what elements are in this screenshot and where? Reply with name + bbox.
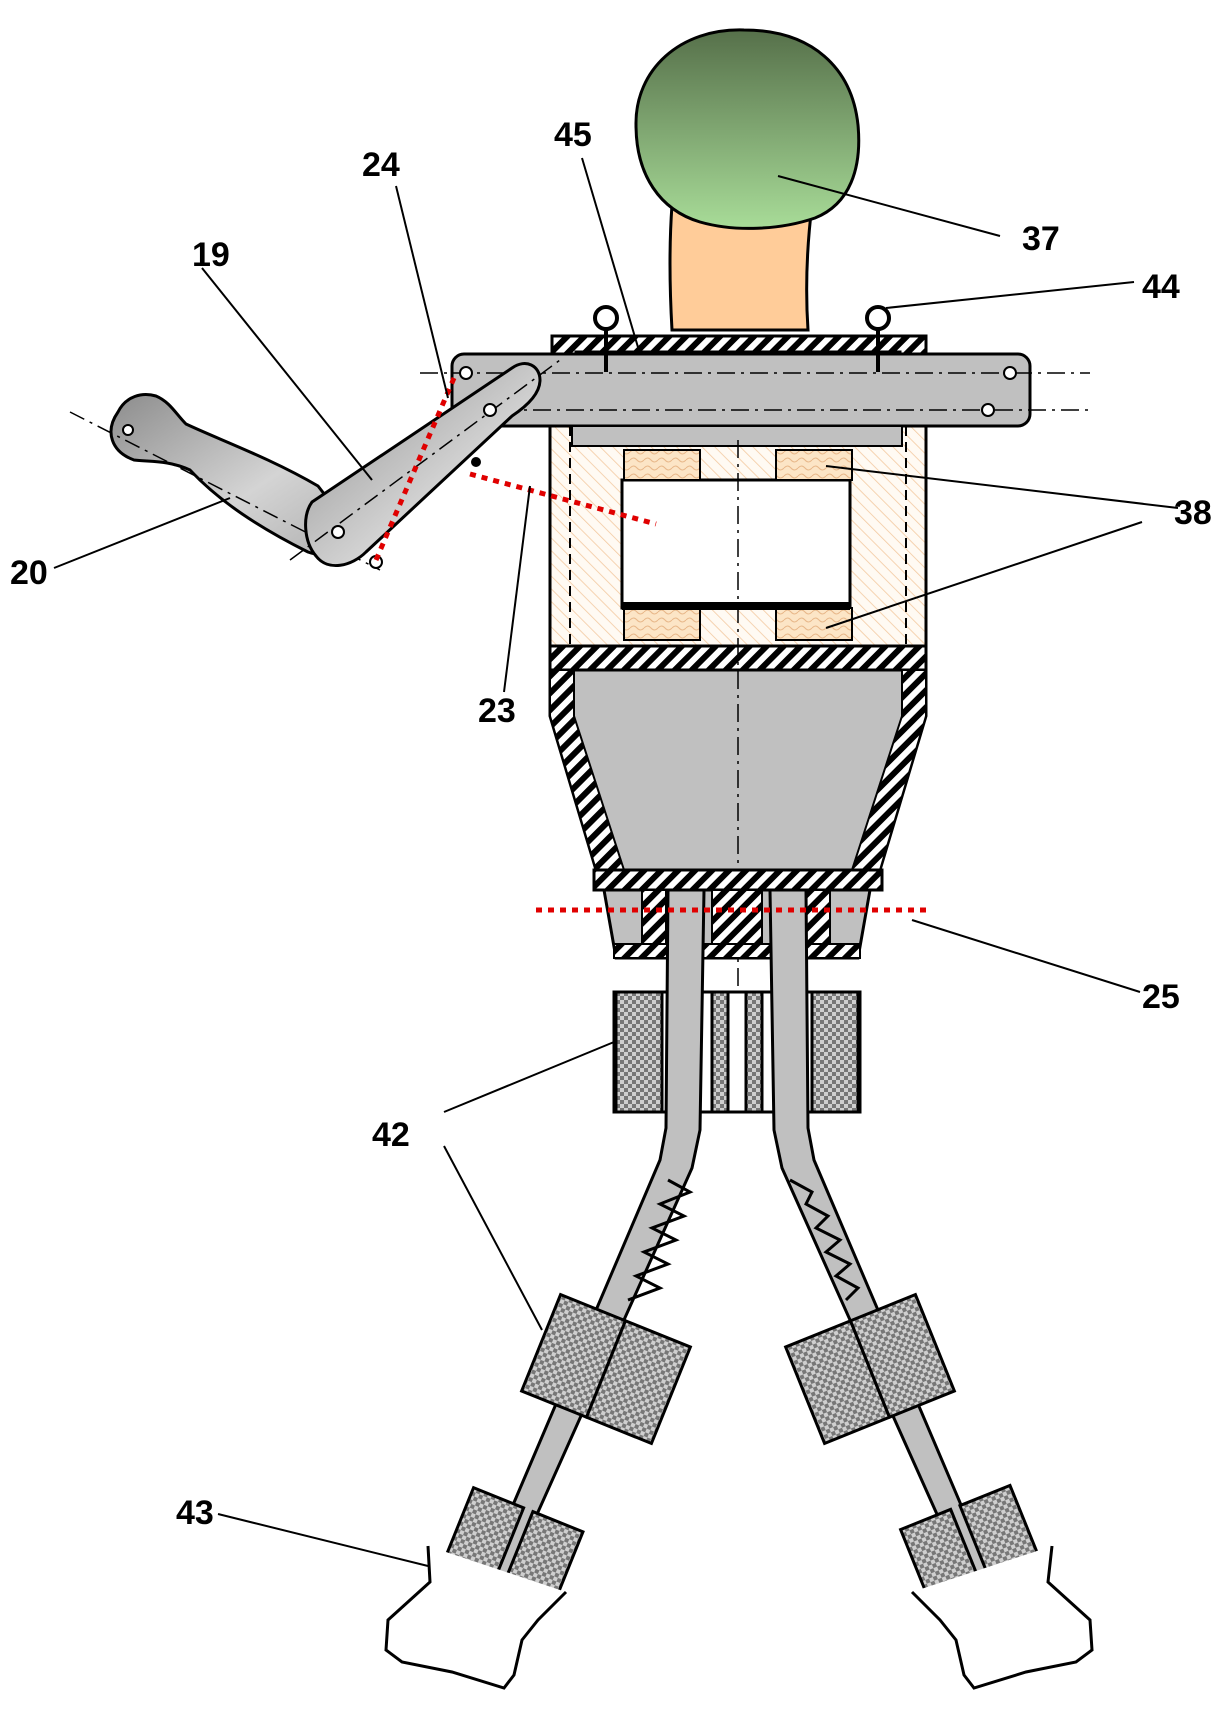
hook-icon: [593, 305, 891, 372]
label-43: 43: [176, 1494, 214, 1532]
thigh-weights: [612, 990, 862, 1114]
chest-weights: [623, 449, 853, 641]
chest-cavity: [620, 478, 852, 610]
label-25: 25: [1142, 978, 1180, 1016]
label-24: 24: [362, 146, 400, 184]
label-23: 23: [478, 692, 516, 730]
label-19: 19: [192, 236, 230, 274]
label-45: 45: [554, 116, 592, 154]
left-foot: [384, 1545, 568, 1690]
label-42: 42: [372, 1116, 410, 1154]
label-38: 38: [1174, 494, 1212, 532]
head: [634, 28, 861, 230]
label-20: 20: [10, 554, 48, 592]
leader-lines: [53, 157, 1179, 1567]
hip-plate: [592, 868, 884, 892]
label-44: 44: [1142, 268, 1180, 306]
right-foot: [910, 1545, 1094, 1690]
neck: [668, 203, 814, 332]
cut-lines: [373, 377, 930, 913]
label-37: 37: [1022, 220, 1060, 258]
left-knee-spring: [627, 1178, 694, 1302]
shin-weights: [519, 1292, 957, 1446]
right-knee-spring: [789, 1178, 861, 1302]
